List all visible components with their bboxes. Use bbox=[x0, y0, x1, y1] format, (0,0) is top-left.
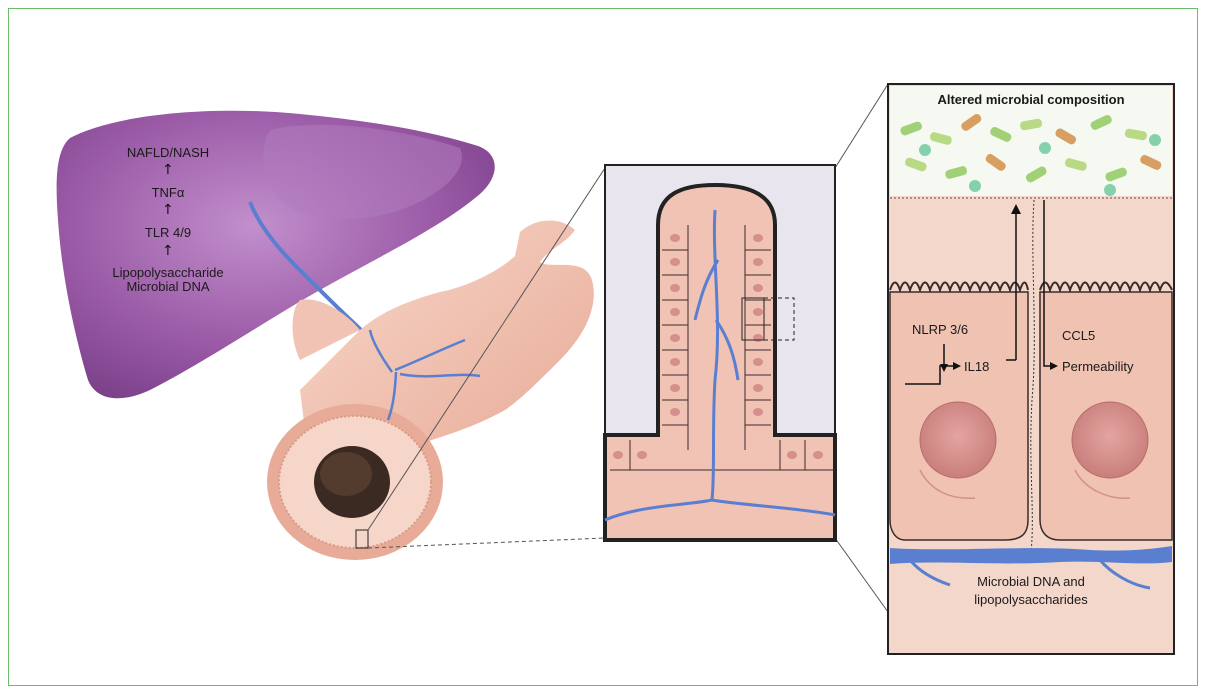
arrow-up-icon: ↑ bbox=[162, 202, 174, 218]
villus-panel bbox=[605, 165, 835, 540]
label-ccl5: CCL5 bbox=[1062, 328, 1095, 343]
label-tnf: TNFα bbox=[108, 186, 228, 200]
label-lipopolysaccharides: lipopolysaccharides bbox=[898, 592, 1164, 607]
label-microbial-dna: Microbial DNA bbox=[98, 280, 238, 294]
label-nlrp: NLRP 3/6 bbox=[912, 322, 968, 337]
label-permeability: Permeability bbox=[1062, 359, 1134, 374]
label-tlr: TLR 4/9 bbox=[108, 226, 228, 240]
label-microbial-dna-and: Microbial DNA and bbox=[898, 574, 1164, 589]
arrow-up-icon: ↑ bbox=[162, 243, 174, 259]
arrow-up-icon: ↑ bbox=[162, 162, 174, 178]
label-altered-microbial-composition: Altered microbial composition bbox=[898, 92, 1164, 107]
label-lipopolysaccharide: Lipopolysaccharide bbox=[98, 266, 238, 280]
label-nafld-nash: NAFLD/NASH bbox=[108, 146, 228, 160]
label-il18: IL18 bbox=[964, 359, 989, 374]
